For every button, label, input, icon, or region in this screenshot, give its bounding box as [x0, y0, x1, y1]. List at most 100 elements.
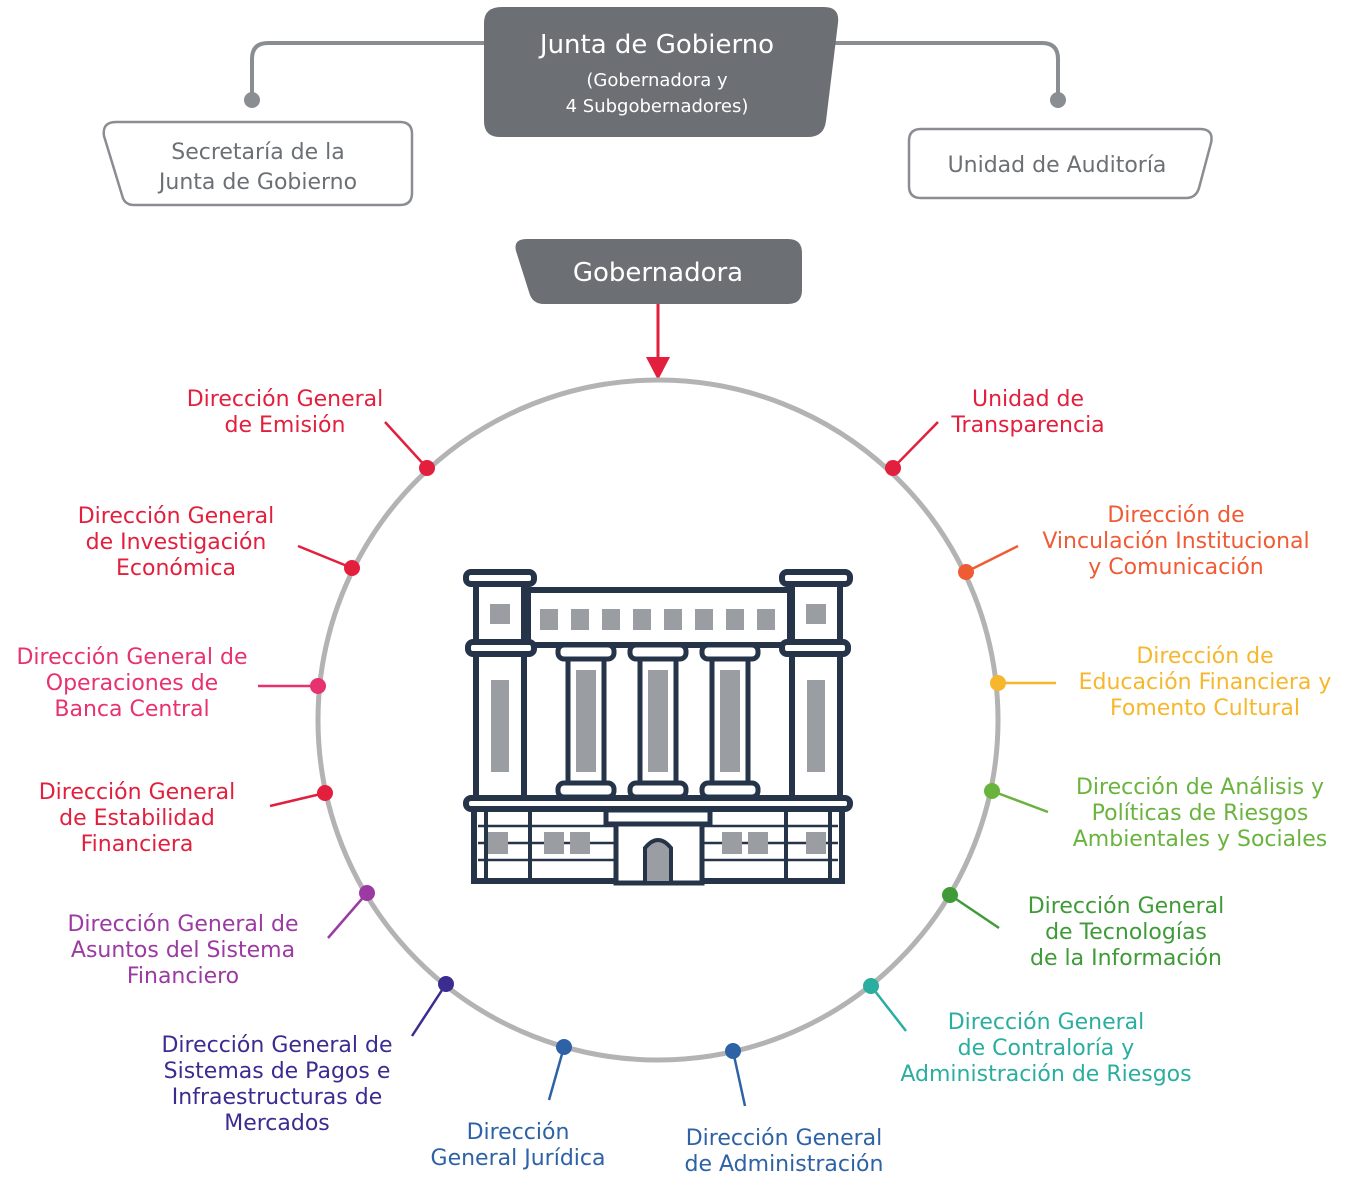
unit-dot	[359, 885, 375, 901]
connector-junta-secretaria	[250, 41, 490, 100]
unit-dot	[885, 460, 901, 476]
unit-label-line: Financiero	[127, 964, 239, 989]
unit-label-line: Dirección	[467, 1120, 570, 1145]
unit-label-line: Dirección General de	[16, 645, 247, 670]
unit-dot	[990, 675, 1006, 691]
unit-connector	[892, 421, 939, 469]
connector-dot-auditoria	[1050, 92, 1066, 108]
connector-dot-secretaria	[244, 92, 260, 108]
junta-subtitle-line1: (Gobernadora y	[586, 70, 728, 91]
unit-label-line: de Contraloría y	[958, 1036, 1135, 1061]
unit-label-line: Dirección General	[39, 780, 236, 805]
unit-label-line: Mercados	[224, 1111, 330, 1136]
secretaria-box: Secretaría de la Junta de Gobierno	[102, 120, 414, 207]
junta-subtitle-line2: 4 Subgobernadores)	[566, 96, 749, 117]
unit-label-line: Dirección de	[1107, 503, 1244, 528]
unit-label-line: y Comunicación	[1088, 555, 1263, 580]
unit-connector	[731, 1050, 747, 1107]
organization-circle	[315, 377, 1001, 1063]
unit-dot	[556, 1039, 572, 1055]
unit-label-line: Banca Central	[54, 697, 209, 722]
unit-label-line: de Emisión	[225, 413, 346, 438]
auditoria-box: Unidad de Auditoría	[907, 127, 1213, 200]
unit-label-line: Económica	[116, 556, 236, 581]
unit-connector	[297, 544, 353, 570]
unit-label-line: Operaciones de	[46, 671, 218, 696]
unit-dot	[984, 783, 1000, 799]
unit-label-line: Dirección General	[948, 1010, 1145, 1035]
unit-dot	[725, 1043, 741, 1059]
unit-label-line: Dirección General	[78, 504, 275, 529]
unit-connector	[410, 983, 448, 1037]
unit-label-line: Infraestructuras de	[172, 1085, 382, 1110]
gobernadora-box: Gobernadora	[515, 239, 802, 304]
auditoria-label: Unidad de Auditoría	[948, 153, 1167, 178]
unit-dot	[344, 560, 360, 576]
secretaria-label-line1: Secretaría de la	[171, 140, 345, 165]
unit-label-line: Unidad de	[972, 387, 1084, 412]
connector-junta-auditoria	[835, 41, 1060, 100]
unit-label-line: Administración de Riesgos	[900, 1062, 1191, 1087]
unit-connector	[870, 985, 907, 1032]
gobernadora-title: Gobernadora	[573, 258, 743, 288]
unit-label-line: Educación Financiera y	[1079, 670, 1332, 695]
unit-label-line: Dirección de	[1136, 644, 1273, 669]
unit-label-line: Ambientales y Sociales	[1073, 827, 1327, 852]
junta-de-gobierno-box: Junta de Gobierno (Gobernadora y 4 Subgo…	[484, 7, 839, 137]
unit-label-line: Asuntos del Sistema	[71, 938, 295, 963]
unit-label-line: Transparencia	[950, 413, 1104, 438]
unit-dot	[317, 785, 333, 801]
unit-label-line: Vinculación Institucional	[1042, 529, 1309, 554]
unit-label-line: Dirección General	[1028, 894, 1225, 919]
unit-connector	[327, 892, 368, 939]
unit-label-line: Sistemas de Pagos e	[164, 1059, 391, 1084]
unit-connector	[965, 544, 1019, 574]
unit-connector	[949, 893, 1000, 930]
unit-label-line: Dirección General de	[67, 912, 298, 937]
unit-label-line: de Tecnologías	[1045, 920, 1207, 945]
unit-connector	[991, 789, 1049, 814]
unit-dot	[310, 678, 326, 694]
arrow-head	[646, 357, 670, 380]
unit-label-line: Dirección General	[187, 387, 384, 412]
unit-label-line: Financiera	[81, 832, 194, 857]
unit-label-line: Dirección General de	[161, 1033, 392, 1058]
secretaria-label-line2: Junta de Gobierno	[157, 170, 357, 195]
building-icon	[463, 569, 853, 886]
unit-connector	[269, 791, 326, 808]
unit-label-line: de la Información	[1030, 946, 1222, 971]
unit-connector	[547, 1046, 566, 1101]
unit-label-line: Fomento Cultural	[1110, 696, 1300, 721]
unit-label-line: de Estabilidad	[59, 806, 215, 831]
unit-dot	[438, 976, 454, 992]
unit-label-line: de Investigación	[86, 530, 267, 555]
unit-connector	[384, 421, 428, 469]
